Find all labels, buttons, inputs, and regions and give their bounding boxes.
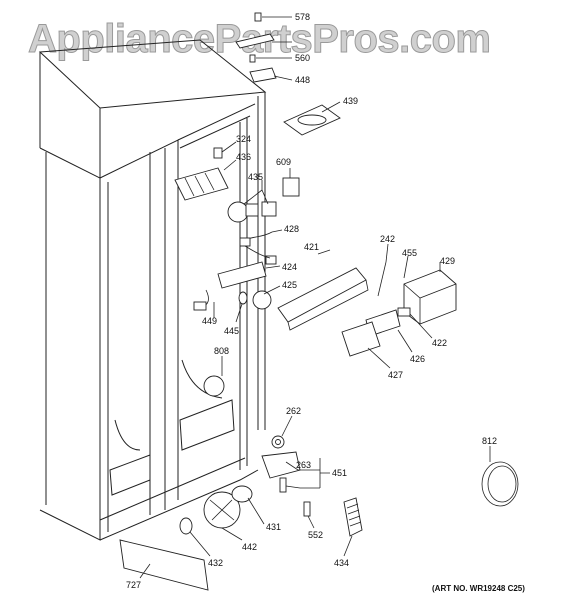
callout-435: 435 — [248, 172, 263, 182]
leader-lines — [139, 16, 491, 579]
callout-578: 578 — [295, 12, 310, 22]
callout-262: 262 — [286, 406, 301, 416]
callout-432: 432 — [208, 558, 223, 568]
callout-455: 455 — [402, 248, 417, 258]
callout-426: 426 — [410, 354, 425, 364]
callout-451: 451 — [332, 468, 347, 478]
callout-449: 449 — [202, 316, 217, 326]
callout-422: 422 — [432, 338, 447, 348]
callout-421: 421 — [304, 242, 319, 252]
callout-labels: 578 560 448 439 324 436 609 435 428 421 … — [126, 12, 497, 590]
callout-442: 442 — [242, 542, 257, 552]
callout-434: 434 — [334, 558, 349, 568]
art-number: (ART NO. WR19248 C25) — [432, 584, 525, 593]
callout-324: 324 — [236, 134, 251, 144]
callout-428: 428 — [284, 224, 299, 234]
callout-425: 425 — [282, 280, 297, 290]
callout-445: 445 — [224, 326, 239, 336]
callout-242: 242 — [380, 234, 395, 244]
callout-436: 436 — [236, 152, 251, 162]
callout-552: 552 — [308, 530, 323, 540]
cabinet-drawing — [38, 39, 267, 541]
callout-812: 812 — [482, 436, 497, 446]
callout-424: 424 — [282, 262, 297, 272]
callout-808: 808 — [214, 346, 229, 356]
callout-448: 448 — [295, 75, 310, 85]
callout-560: 560 — [295, 53, 310, 63]
callout-609: 609 — [276, 157, 291, 167]
callout-439: 439 — [343, 96, 358, 106]
callout-431: 431 — [266, 522, 281, 532]
parts-shapes — [119, 12, 519, 591]
callout-263: 263 — [296, 460, 311, 470]
callout-427: 427 — [388, 370, 403, 380]
callout-429: 429 — [440, 256, 455, 266]
callout-727: 727 — [126, 580, 141, 590]
